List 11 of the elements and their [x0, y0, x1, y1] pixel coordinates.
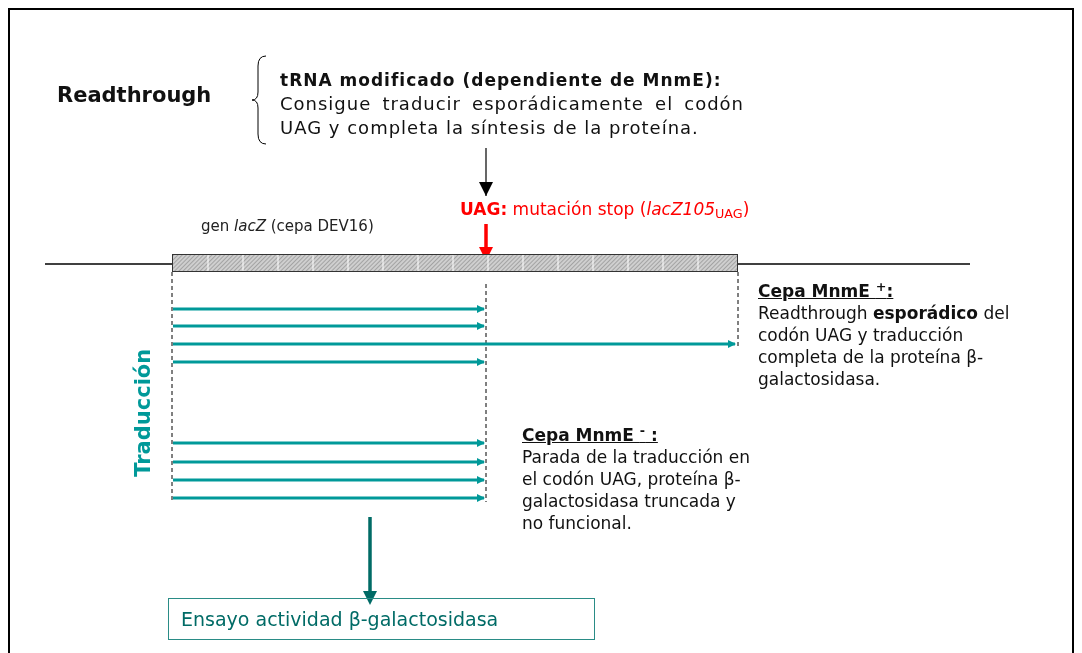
strain-description: Readthrough esporádico del codón UAG y traducción completa de la proteína β-galactosidasa. — [758, 302, 1011, 390]
assay-box: Ensayo actividad β-galactosidasa — [168, 598, 595, 640]
gene-label: gen lacZ (cepa DEV16) — [201, 216, 374, 237]
readthrough-label: Readthrough — [57, 82, 212, 109]
node-description: Consigue traducir esporádicamente el codón UAG y completa la síntesis de la proteína. — [280, 92, 744, 140]
translation-label: Traducción — [130, 349, 157, 477]
strain-description: Parada de la traducción en el codón UAG, proteína β-galactosidasa truncada y no funcional. — [522, 446, 751, 534]
node-heading: tRNA modificado (dependiente de MnmE): — [280, 69, 723, 92]
strain-heading: Cepa MnmE $^{-}$ : — [522, 424, 659, 446]
strain-heading: Cepa MnmE $^{+}$: — [758, 280, 895, 302]
mutation-label: UAG: mutación stop (lacZ105$_{UAG}$) — [460, 198, 751, 222]
